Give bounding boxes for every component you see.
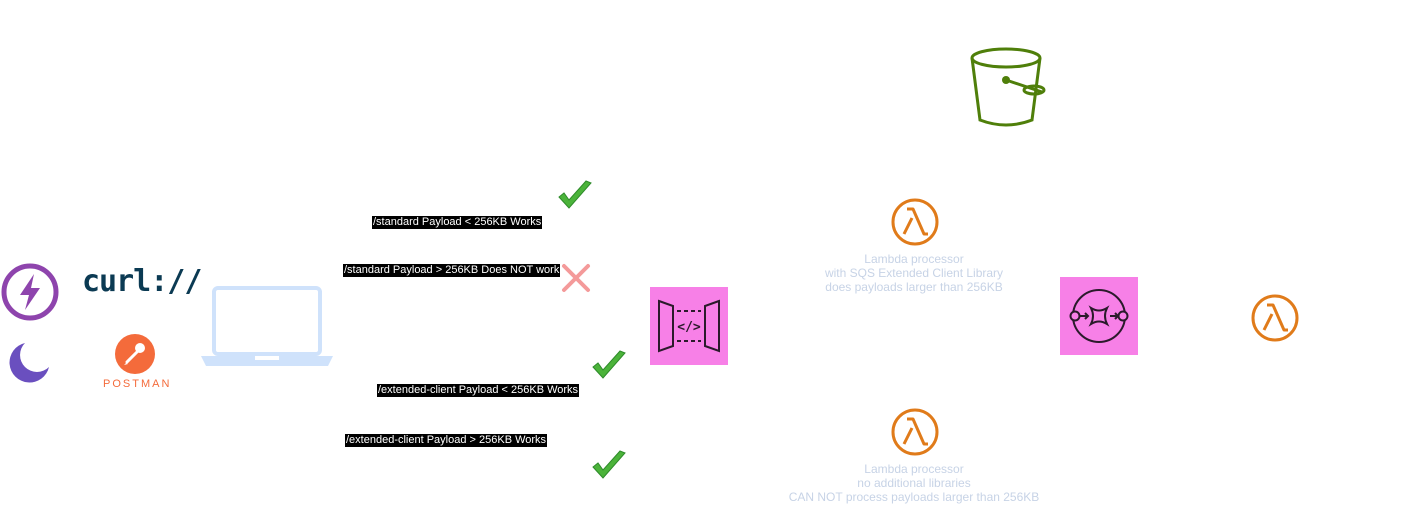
check-icon <box>590 350 628 382</box>
cross-icon <box>560 262 592 294</box>
svg-text:</>: </> <box>677 320 701 335</box>
caption-line: CAN NOT process payloads larger than 256… <box>788 490 1040 504</box>
api-gateway-icon: </> <box>650 287 728 365</box>
check-icon <box>556 180 594 212</box>
route-label-standard-small: /standard Payload < 256KB Works <box>372 216 543 229</box>
caption-line: with SQS Extended Client Library <box>824 266 1004 280</box>
lambda-icon <box>890 407 940 457</box>
s3-bucket-icon <box>966 44 1048 128</box>
route-label-extended-small: /extended-client Payload < 256KB Works <box>377 384 580 397</box>
curl-logo-text: curl:// <box>82 264 202 299</box>
check-icon <box>590 450 628 482</box>
caption-line: Lambda processor <box>864 252 964 266</box>
postman-logo-text: POSTMAN <box>103 378 172 390</box>
postman-logo-icon: POSTMAN <box>100 334 170 394</box>
lambda-icon <box>1250 293 1300 343</box>
laptop-icon <box>198 286 336 370</box>
lambda-standard-caption: Lambda processor no additional libraries… <box>764 462 1064 504</box>
moon-app-icon <box>8 340 52 384</box>
route-label-extended-large: /extended-client Payload > 256KB Works <box>345 434 548 447</box>
caption-line: no additional libraries <box>857 476 971 490</box>
lambda-extended-caption: Lambda processor with SQS Extended Clien… <box>794 252 1034 294</box>
curl-logo-icon: curl:// <box>82 262 202 304</box>
sqs-queue-icon <box>1060 277 1138 355</box>
route-label-standard-large: /standard Payload > 256KB Does NOT work <box>343 264 561 277</box>
lightning-app-icon <box>0 262 60 322</box>
caption-line: does payloads larger than 256KB <box>825 280 1003 294</box>
caption-line: Lambda processor <box>864 462 964 476</box>
lambda-icon <box>890 197 940 247</box>
